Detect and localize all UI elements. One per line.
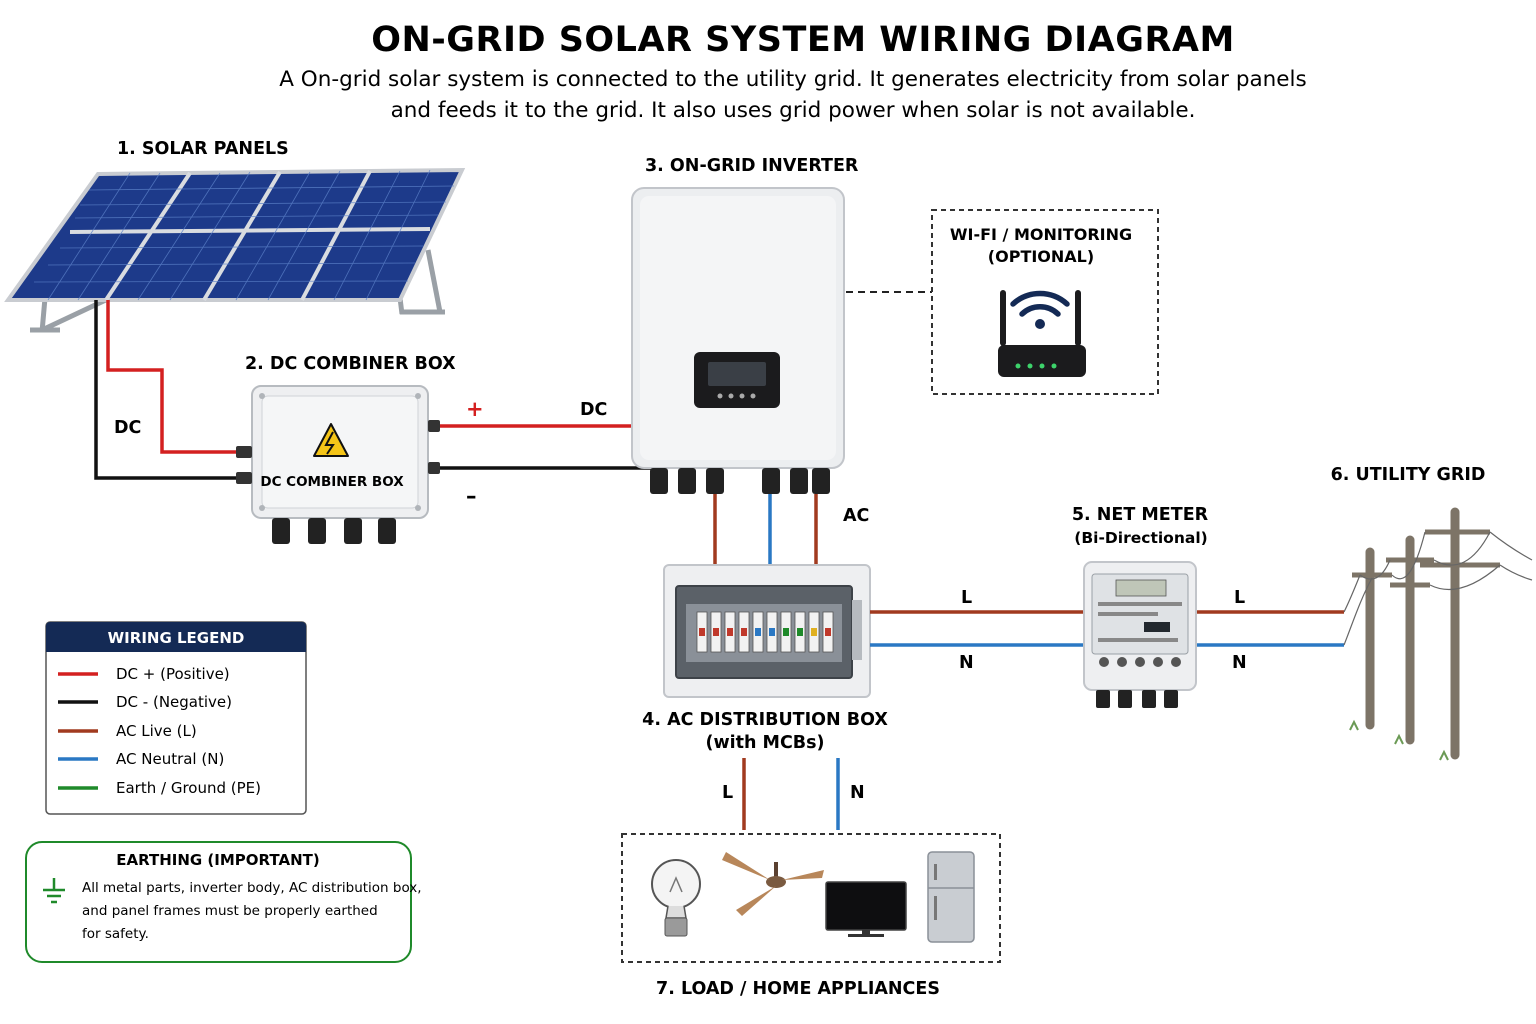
- l-load-label: L: [722, 783, 733, 803]
- solar-panel-array: [4, 167, 466, 333]
- combiner-face-text: DC COMBINER BOX: [260, 474, 404, 490]
- dc-combiner-label: 2. DC COMBINER BOX: [245, 354, 456, 374]
- inverter-label: 3. ON-GRID INVERTER: [645, 156, 859, 176]
- utility-poles: [1343, 507, 1533, 761]
- utility-grid-label: 6. UTILITY GRID: [1331, 465, 1486, 485]
- refrigerator-icon: [927, 851, 975, 943]
- legend-item-earth: Earth / Ground (PE): [116, 779, 261, 797]
- router-icon: [998, 290, 1086, 377]
- n-meter-in-label: N: [959, 653, 974, 673]
- dc-positive-wire-panel: [106, 300, 240, 454]
- on-grid-inverter: [631, 187, 845, 494]
- net-meter: [1083, 561, 1197, 708]
- wiring-legend: WIRING LEGEND DC + (Positive) DC - (Nega…: [45, 621, 307, 815]
- solar-panels-label: 1. SOLAR PANELS: [117, 139, 289, 159]
- legend-item-dc-positive: DC + (Positive): [116, 665, 230, 683]
- load-box: [621, 833, 1001, 963]
- wifi-optional: (OPTIONAL): [988, 247, 1094, 266]
- n-load-label: N: [850, 783, 865, 803]
- light-bulb-icon: [651, 859, 701, 937]
- net-meter-label-line-2: (Bi-Directional): [1074, 529, 1207, 547]
- ground-icon: [43, 878, 65, 904]
- earthing-line-2: and panel frames must be properly earthe…: [82, 903, 378, 919]
- subtitle-line-1: A On-grid solar system is connected to t…: [279, 67, 1306, 92]
- l-meter-in-label: L: [961, 588, 972, 608]
- dc-minus-label: –: [466, 484, 477, 508]
- legend-item-ac-live: AC Live (L): [116, 722, 197, 740]
- television-icon: [825, 881, 907, 937]
- earthing-title: EARTHING (IMPORTANT): [116, 851, 320, 869]
- panel-cell-grid: [33, 169, 455, 301]
- dc-top-label: DC: [580, 400, 607, 420]
- earthing-line-1: All metal parts, inverter body, AC distr…: [82, 880, 422, 896]
- earthing-note: EARTHING (IMPORTANT) All metal parts, in…: [25, 841, 422, 963]
- legend-item-ac-neutral: AC Neutral (N): [116, 750, 224, 768]
- distribution-label-line-1: 4. AC DISTRIBUTION BOX: [642, 710, 888, 730]
- solar-panel-surface: [4, 167, 466, 302]
- warning-triangle-icon: [313, 423, 349, 457]
- wifi-box: [931, 209, 1159, 395]
- wifi-icon: [1010, 290, 1070, 329]
- ac-label: AC: [843, 506, 869, 526]
- l-meter-out-label: L: [1234, 588, 1245, 608]
- subtitle-line-2: and feeds it to the grid. It also uses g…: [391, 98, 1196, 123]
- net-meter-label-line-1: 5. NET METER: [1072, 505, 1209, 525]
- distribution-label-line-2: (with MCBs): [705, 733, 824, 753]
- n-meter-out-label: N: [1232, 653, 1247, 673]
- legend-title: WIRING LEGEND: [108, 629, 245, 647]
- wifi-title: WI-FI / MONITORING: [950, 225, 1132, 244]
- load-label: 7. LOAD / HOME APPLIANCES: [656, 979, 940, 999]
- ceiling-fan-icon: [722, 852, 824, 916]
- dc-combiner-box: [236, 385, 440, 544]
- page-title: ON-GRID SOLAR SYSTEM WIRING DIAGRAM: [371, 20, 1235, 60]
- legend-item-dc-negative: DC - (Negative): [116, 693, 232, 711]
- dc-left-label: DC: [114, 418, 141, 438]
- dc-plus-label: +: [466, 397, 484, 421]
- mcb-breakers: [696, 611, 834, 653]
- dc-negative-wire-panel: [94, 300, 240, 480]
- earthing-line-3: for safety.: [82, 926, 149, 942]
